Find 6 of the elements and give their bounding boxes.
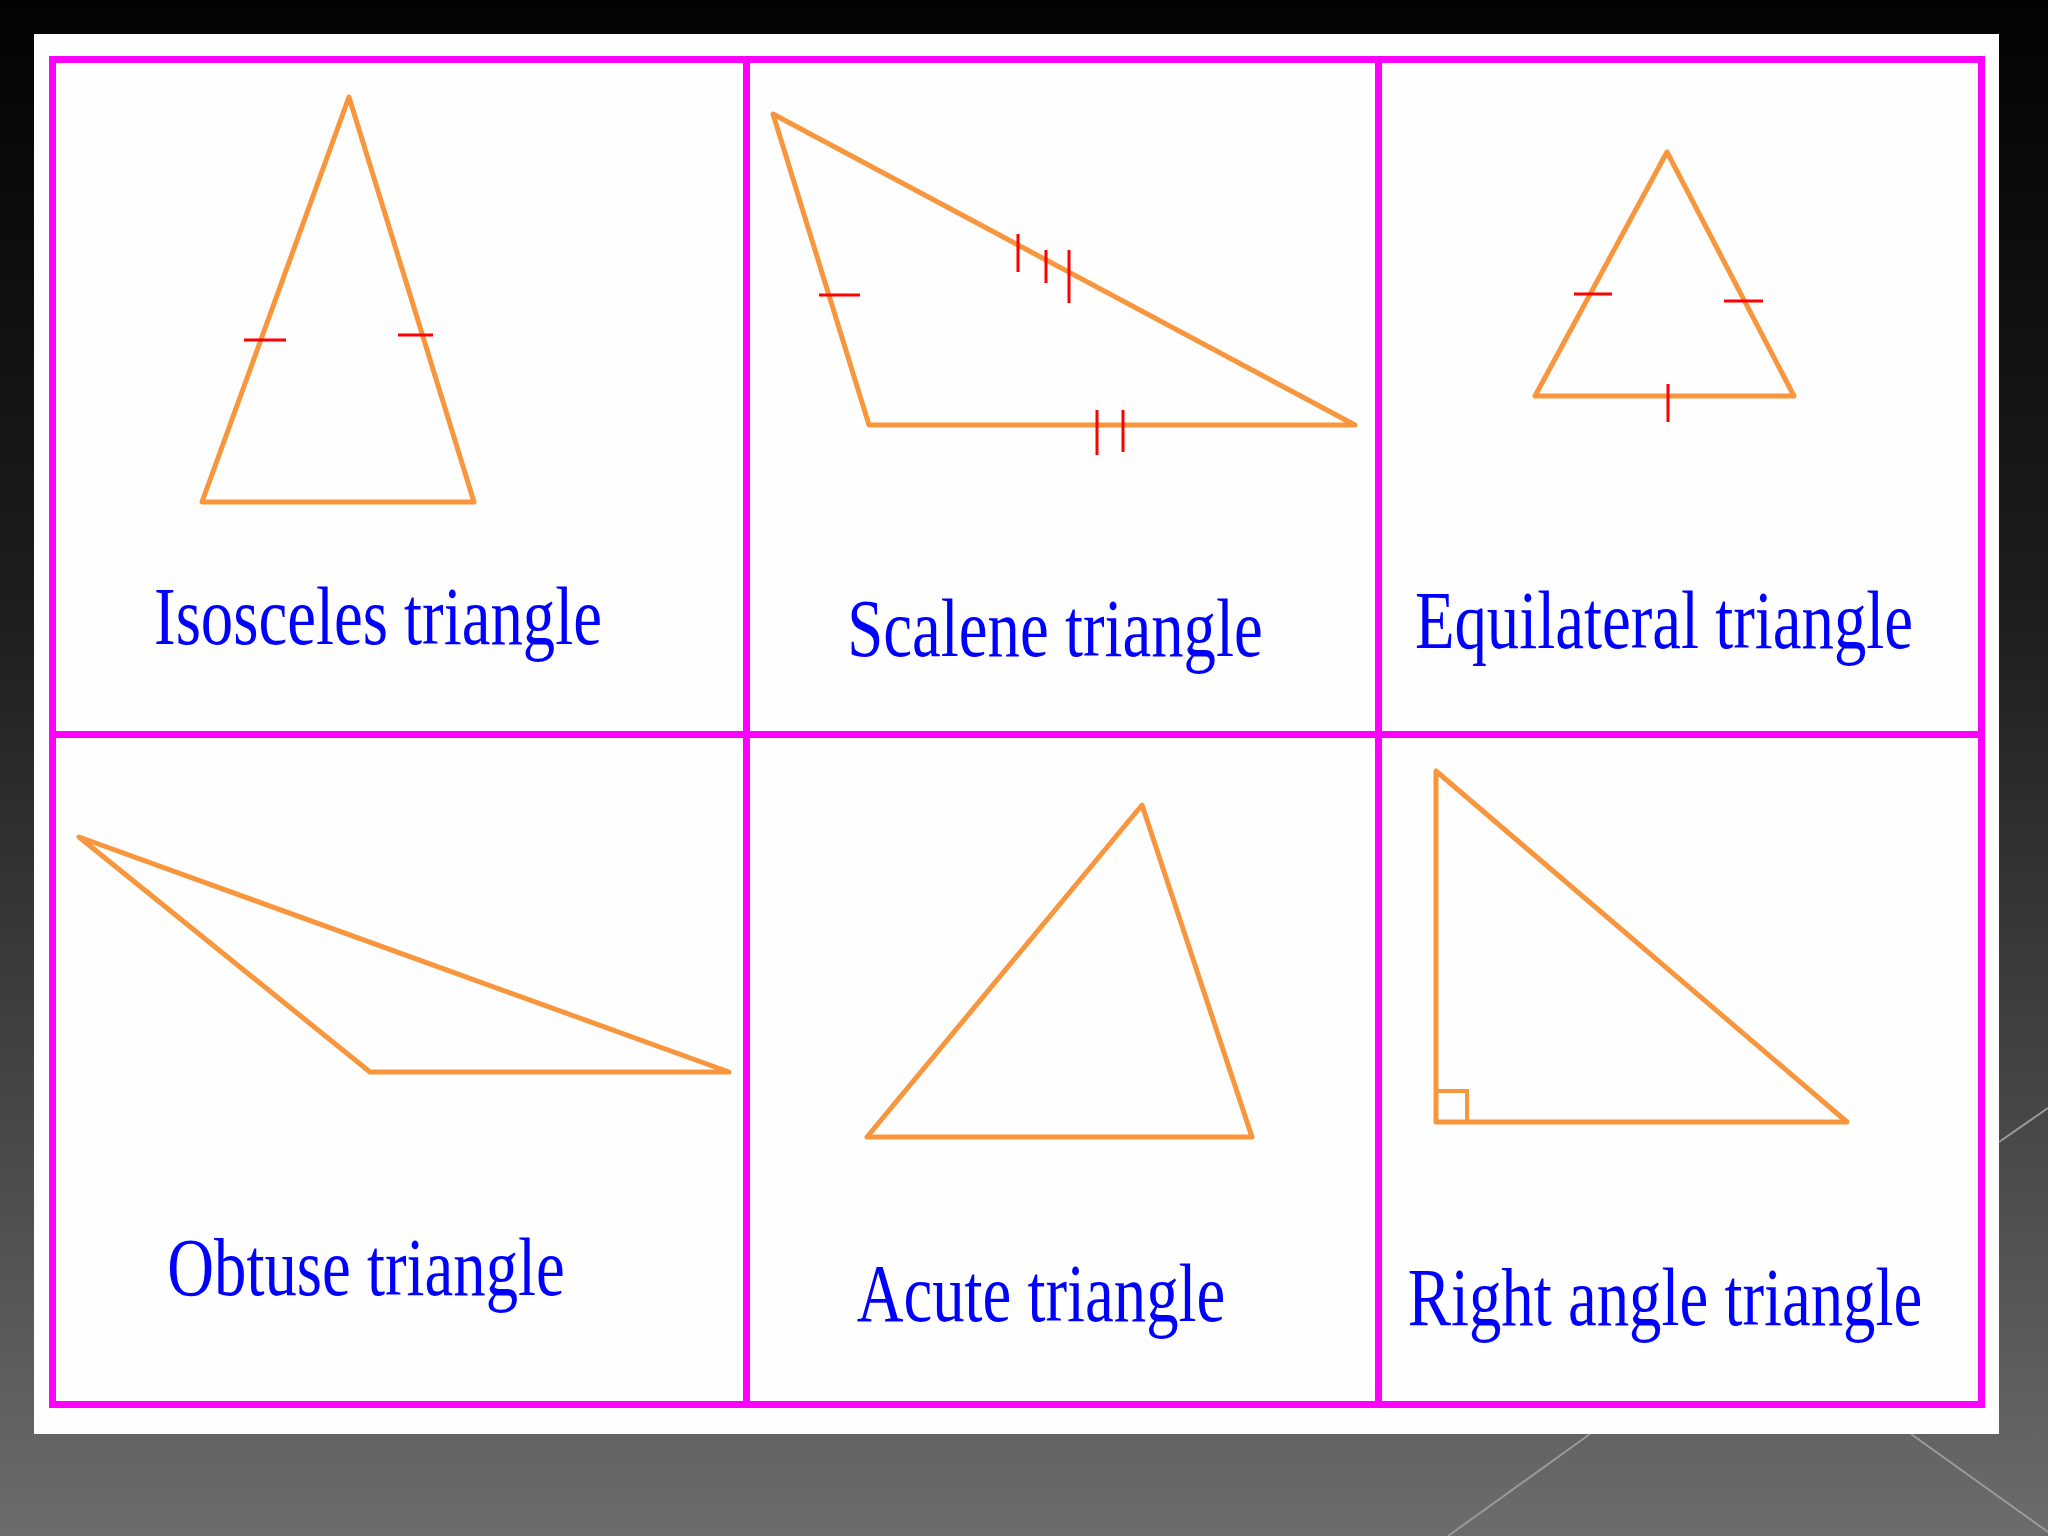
triangle-name: Obtuse triangle [167,1222,565,1313]
triangle-name: Scalene triangle [847,583,1263,674]
triangle-name: Isosceles triangle [154,571,602,662]
triangle-name: Acute triangle [856,1248,1226,1339]
triangle-name: Equilateral triangle [1414,575,1914,666]
triangle-name: Right angle triangle [1407,1252,1923,1343]
